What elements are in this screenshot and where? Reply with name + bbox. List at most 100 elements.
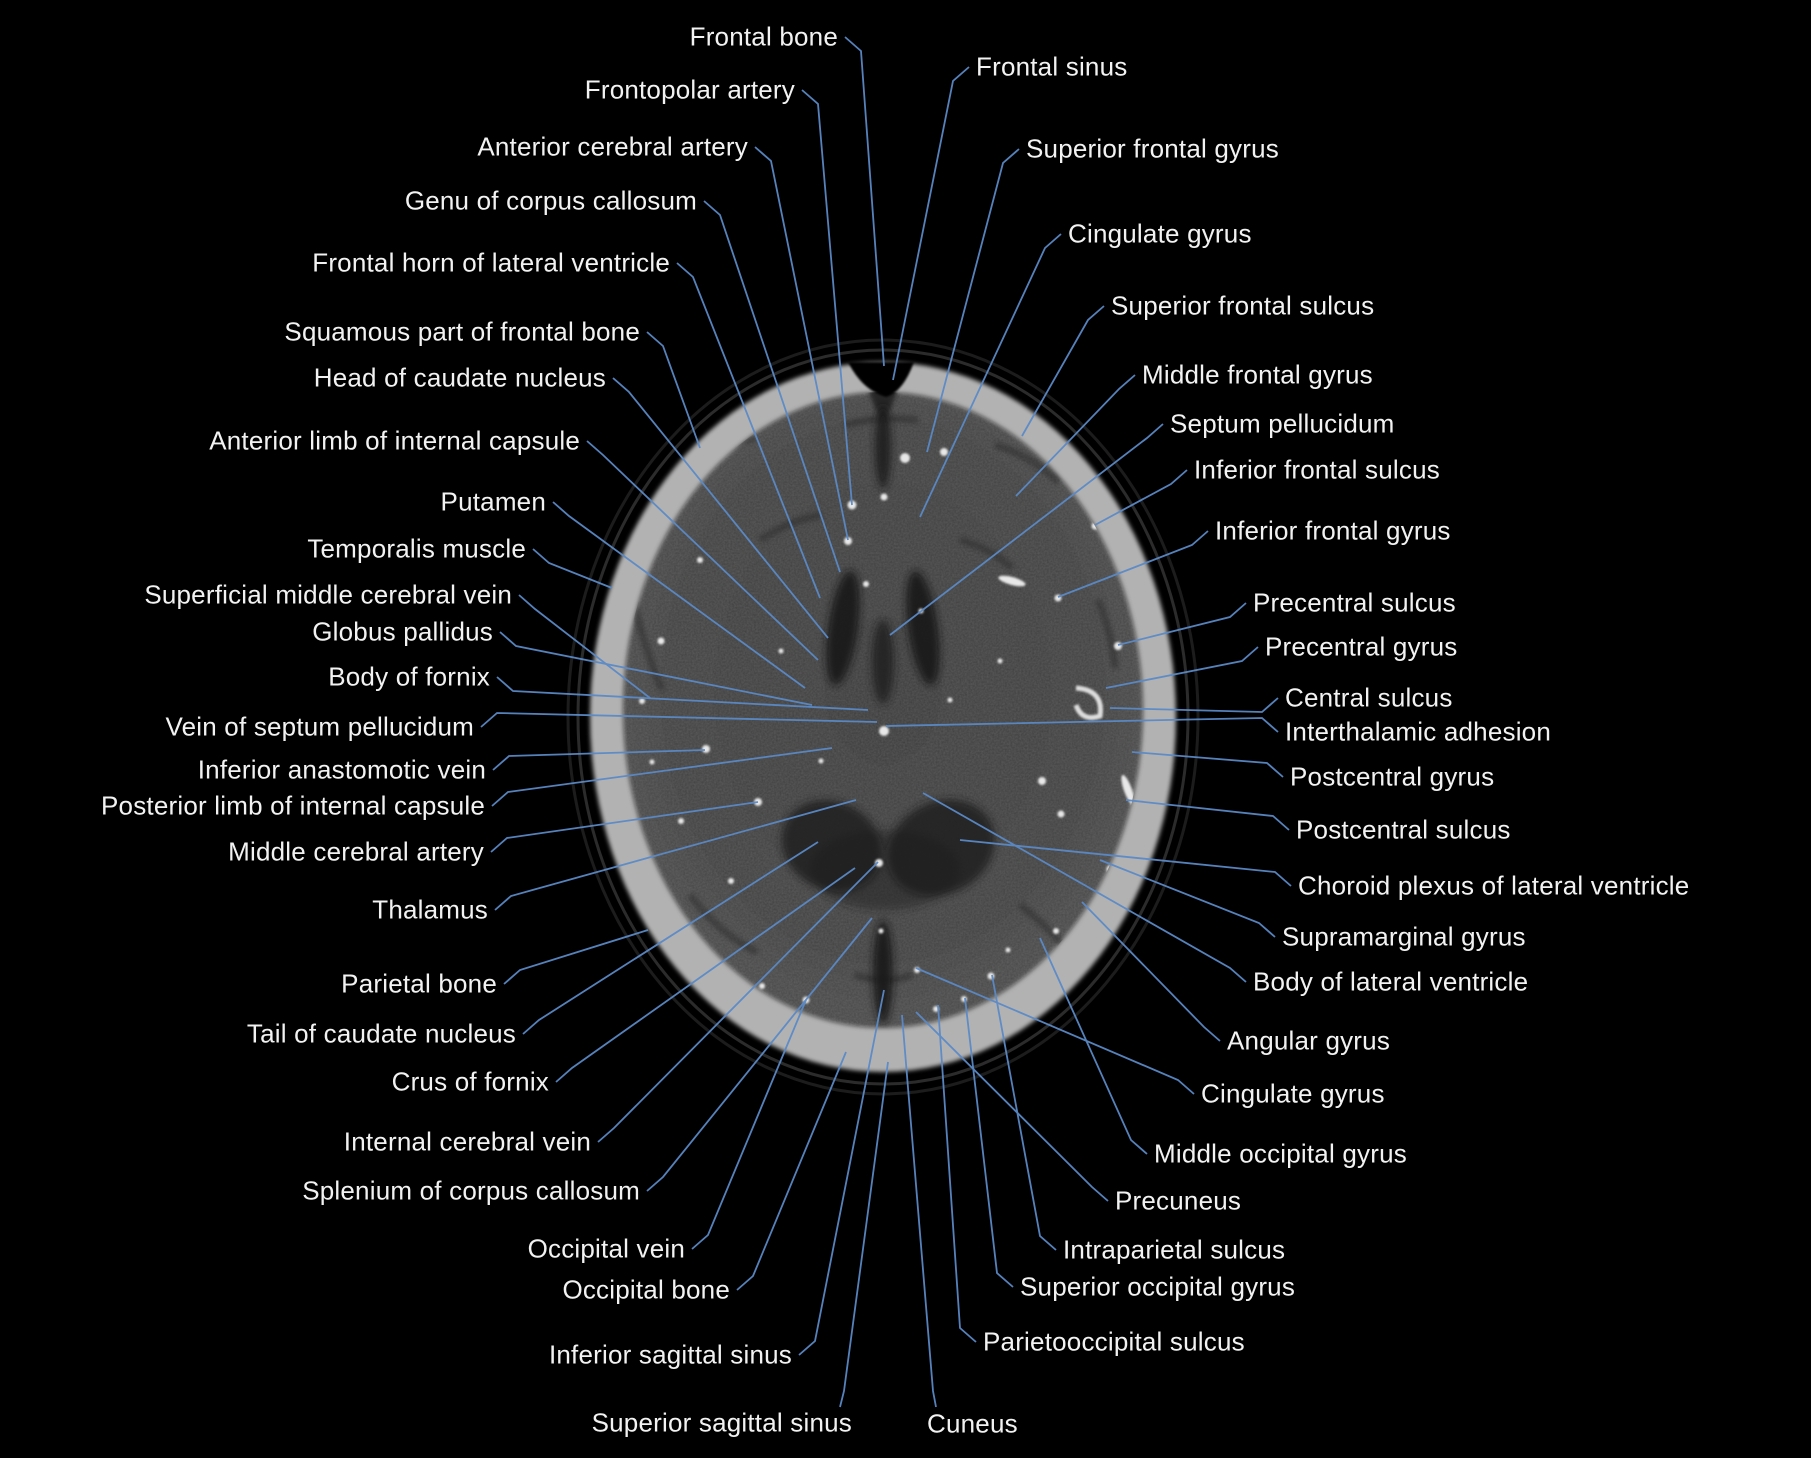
- anatomy-label-right-8: Precentral sulcus: [1253, 587, 1456, 618]
- brain-detail: [623, 392, 1143, 1028]
- ventricles: [781, 570, 995, 1024]
- anatomy-label-left-20: Crus of fornix: [391, 1066, 549, 1097]
- leader-line-left-16: [490, 801, 759, 853]
- leader-line-left-2: [754, 146, 849, 541]
- anatomy-label-right-4: Middle frontal gyrus: [1142, 359, 1373, 390]
- anatomy-label-left-13: Vein of septum pellucidum: [165, 711, 474, 742]
- leader-line-left-3: [703, 200, 841, 573]
- anatomy-label-right-24: Cuneus: [927, 1408, 1018, 1439]
- anatomy-label-right-15: Supramarginal gyrus: [1282, 921, 1526, 952]
- leader-line-right-6: [1094, 469, 1188, 526]
- anatomy-label-right-11: Interthalamic adhesion: [1285, 716, 1551, 747]
- anatomy-label-left-22: Splenium of corpus callosum: [302, 1175, 640, 1206]
- anatomy-label-left-26: Superior sagittal sinus: [591, 1407, 852, 1438]
- anatomy-label-right-6: Inferior frontal sulcus: [1194, 454, 1440, 485]
- anatomy-label-left-5: Squamous part of frontal bone: [284, 316, 640, 347]
- leader-line-right-5: [889, 423, 1164, 636]
- anatomy-label-left-4: Frontal horn of lateral ventricle: [312, 247, 670, 278]
- anatomy-label-left-16: Middle cerebral artery: [228, 836, 484, 867]
- anatomy-label-left-10: Superficial middle cerebral vein: [144, 579, 512, 610]
- anatomy-label-right-9: Precentral gyrus: [1265, 631, 1458, 662]
- anatomy-label-right-12: Postcentral gyrus: [1290, 761, 1495, 792]
- anatomy-label-left-1: Frontopolar artery: [584, 74, 795, 105]
- leader-line-right-20: [915, 1011, 1109, 1202]
- anatomy-label-right-16: Body of lateral ventricle: [1253, 966, 1529, 997]
- leader-line-right-18: [915, 967, 1195, 1095]
- leader-line-right-21: [991, 974, 1057, 1251]
- leader-line-right-10: [1109, 697, 1279, 713]
- leader-line-right-19: [1039, 937, 1148, 1155]
- leader-line-right-4: [1015, 374, 1136, 497]
- anatomy-label-right-21: Intraparietal sulcus: [1063, 1234, 1286, 1265]
- cortical-vessel-arc: [1073, 685, 1103, 721]
- anatomy-label-right-7: Inferior frontal gyrus: [1215, 515, 1451, 546]
- anatomy-label-left-0: Frontal bone: [689, 21, 838, 52]
- anatomy-label-right-20: Precuneus: [1115, 1185, 1242, 1216]
- leader-line-left-11: [499, 631, 813, 706]
- anatomy-label-left-2: Anterior cerebral artery: [477, 131, 748, 162]
- leader-line-left-19: [522, 841, 819, 1035]
- leader-line-right-0: [892, 66, 970, 381]
- anatomy-label-right-22: Superior occipital gyrus: [1020, 1271, 1296, 1302]
- leader-line-right-1: [926, 148, 1020, 453]
- anatomy-label-right-3: Superior frontal sulcus: [1111, 290, 1375, 321]
- leader-line-left-20: [555, 867, 856, 1083]
- leader-line-left-8: [552, 501, 806, 689]
- leader-line-left-12: [496, 676, 869, 711]
- anatomy-label-right-19: Middle occipital gyrus: [1154, 1138, 1407, 1169]
- leader-line-right-15: [1099, 859, 1276, 938]
- leader-line-left-0: [844, 36, 885, 367]
- anatomy-label-left-14: Inferior anastomotic vein: [197, 754, 486, 785]
- anatomy-label-left-9: Temporalis muscle: [307, 533, 526, 564]
- leader-line-left-5: [646, 331, 701, 449]
- leader-line-left-24: [736, 1051, 847, 1291]
- leader-line-left-1: [801, 89, 853, 506]
- anatomy-label-left-8: Putamen: [440, 486, 546, 517]
- leader-line-right-9: [1105, 646, 1259, 689]
- leader-line-right-11: [885, 717, 1279, 733]
- leader-line-left-6: [612, 377, 829, 639]
- anatomy-label-left-7: Anterior limb of internal capsule: [209, 425, 580, 456]
- leader-line-right-7: [1057, 530, 1209, 598]
- frontal-sinus-shape: [848, 362, 914, 397]
- anatomy-label-left-18: Parietal bone: [341, 968, 497, 999]
- anatomy-label-right-2: Cingulate gyrus: [1068, 218, 1252, 249]
- anatomy-label-right-23: Parietooccipital sulcus: [983, 1326, 1245, 1357]
- leader-line-right-12: [1131, 751, 1284, 778]
- anatomy-label-right-5: Septum pellucidum: [1170, 408, 1395, 439]
- anatomy-label-left-11: Globus pallidus: [312, 616, 493, 647]
- leader-line-left-10: [518, 594, 651, 699]
- anatomy-label-right-0: Frontal sinus: [976, 51, 1128, 82]
- leader-line-right-14: [959, 839, 1292, 887]
- anatomy-label-left-23: Occipital vein: [527, 1233, 685, 1264]
- anatomy-label-left-6: Head of caudate nucleus: [313, 362, 606, 393]
- leader-line-right-24: [901, 1014, 937, 1408]
- leader-line-right-17: [1081, 901, 1221, 1042]
- leader-line-left-26: [839, 1061, 889, 1408]
- anatomy-label-right-18: Cingulate gyrus: [1201, 1078, 1385, 1109]
- anatomy-label-left-17: Thalamus: [372, 894, 488, 925]
- anatomy-label-left-19: Tail of caudate nucleus: [246, 1018, 516, 1049]
- vessel-dots: [639, 448, 1135, 1012]
- leader-line-right-8: [1117, 602, 1247, 646]
- leader-line-left-18: [503, 929, 649, 985]
- leader-line-left-7: [586, 440, 819, 661]
- anatomy-label-left-24: Occipital bone: [562, 1274, 730, 1305]
- leader-line-right-2: [919, 233, 1062, 518]
- anatomy-label-right-1: Superior frontal gyrus: [1026, 133, 1279, 164]
- anatomy-label-right-10: Central sulcus: [1285, 682, 1453, 713]
- anatomy-label-right-13: Postcentral sulcus: [1296, 814, 1511, 845]
- leader-line-right-23: [937, 1004, 977, 1343]
- leader-line-left-13: [480, 712, 878, 728]
- leader-line-left-9: [532, 548, 613, 589]
- leader-line-left-23: [691, 999, 807, 1250]
- leader-line-left-17: [494, 799, 857, 911]
- anatomy-label-right-17: Angular gyrus: [1227, 1025, 1391, 1056]
- anatomy-label-left-3: Genu of corpus callosum: [404, 185, 697, 216]
- leader-line-right-16: [922, 792, 1247, 983]
- leader-line-right-3: [1021, 305, 1105, 437]
- anatomy-label-left-25: Inferior sagittal sinus: [548, 1339, 792, 1370]
